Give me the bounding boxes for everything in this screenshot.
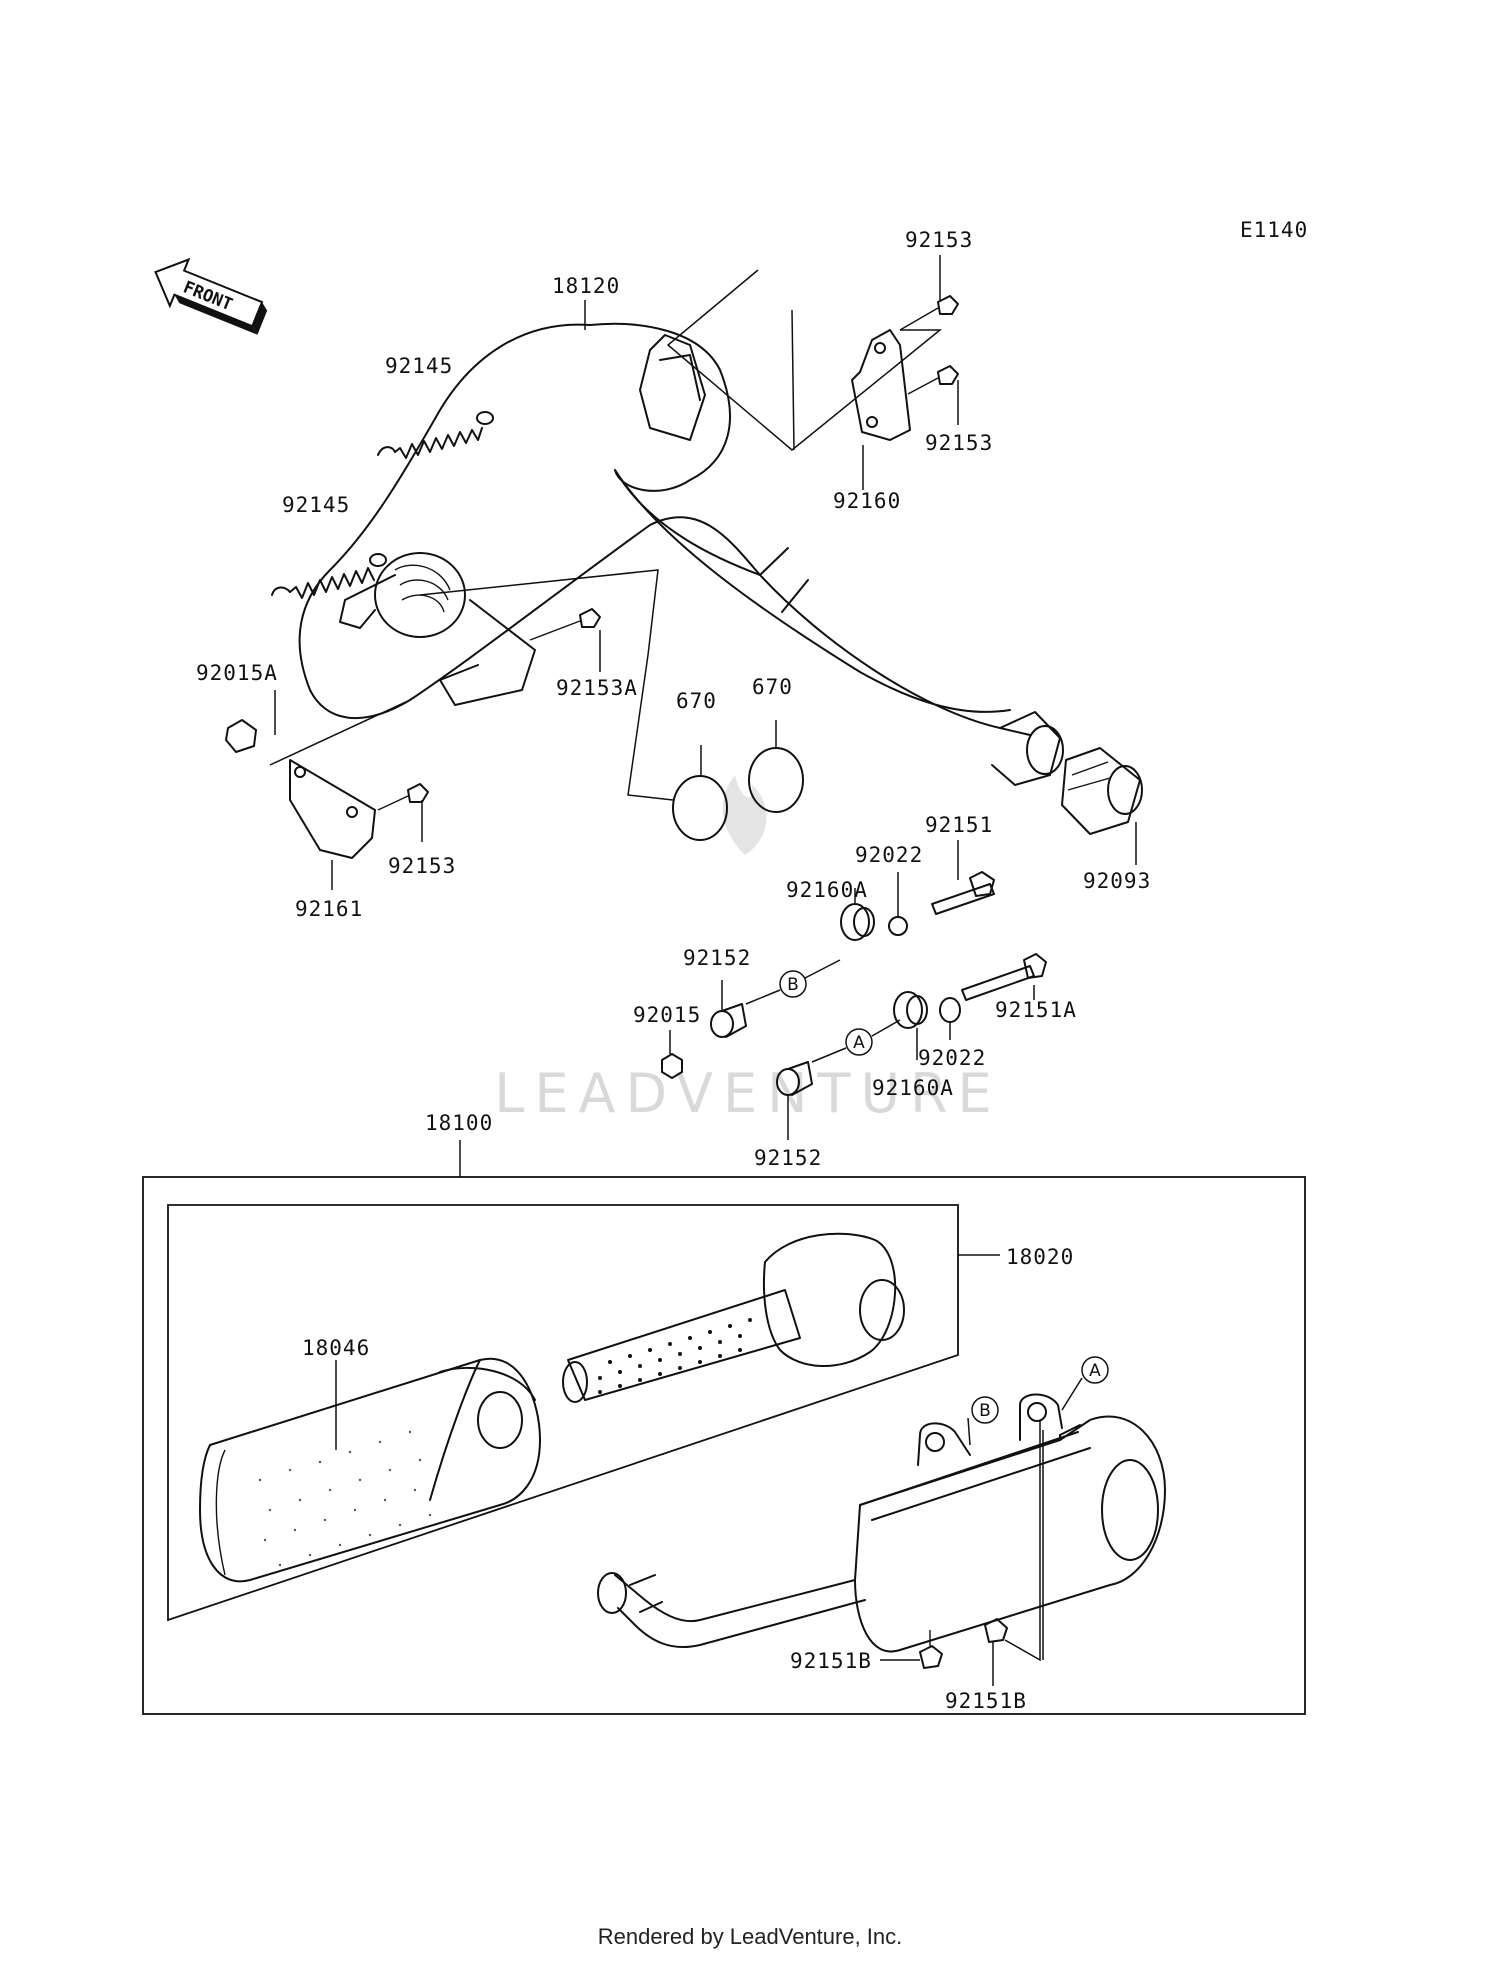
diagram-code: E1140 (1240, 218, 1308, 242)
collar-92152-upper (710, 1003, 747, 1038)
subassembly-frame (167, 1204, 959, 1622)
spring-92145-upper (377, 411, 494, 459)
packing-18046 (199, 1357, 541, 1583)
label-92015: 92015 (633, 1003, 701, 1027)
label-92151B-right: 92151B (945, 1689, 1027, 1713)
label-92153-left: 92153 (388, 854, 456, 878)
footer-credit: Rendered by LeadVenture, Inc. (597, 1924, 903, 1949)
label-18100: 18100 (425, 1111, 493, 1135)
bolt-92153A (529, 608, 601, 641)
bolt-92153-left (377, 783, 429, 811)
label-92093: 92093 (1083, 869, 1151, 893)
bracket-92161 (289, 759, 376, 859)
callout-a-label: A (853, 1033, 865, 1053)
callout-b-hardware: B (745, 959, 841, 1005)
label-92022-upper: 92022 (855, 843, 923, 867)
gasket-670-right (748, 747, 804, 813)
watermark-text: LEADVENTURE (494, 1062, 1001, 1125)
bracket-92160 (851, 329, 911, 441)
washer-92022-lower (939, 997, 961, 1023)
callout-a-muffler: A (1061, 1356, 1109, 1411)
label-92022-lower: 92022 (918, 1046, 986, 1070)
label-92161: 92161 (295, 897, 363, 921)
label-92160A-upper: 92160A (786, 878, 868, 902)
muffler-leader-lines (880, 1420, 1044, 1686)
gasket-670-left (672, 775, 728, 841)
callout-b-muffler-label: B (979, 1401, 991, 1421)
washer-92022-upper (888, 916, 908, 936)
leader-lines (269, 255, 1137, 1450)
nut-92015A (225, 719, 257, 753)
label-92151: 92151 (925, 813, 993, 837)
label-92160: 92160 (833, 489, 901, 513)
label-670-right: 670 (752, 675, 793, 699)
label-18120: 18120 (552, 274, 620, 298)
label-18046: 18046 (302, 1336, 370, 1360)
callout-b-label: B (787, 975, 799, 995)
grommet-92160A-upper (840, 903, 875, 941)
muffler-body (597, 1393, 1166, 1669)
bolt-92151 (931, 871, 995, 915)
front-arrow-icon: FRONT (154, 257, 268, 335)
label-92145-lower: 92145 (282, 493, 350, 517)
label-92153A: 92153A (556, 676, 638, 700)
part-labels: 18120 92153 92153 92160 92145 92145 9201… (196, 228, 1151, 1713)
bolt-92153-top (899, 295, 959, 331)
label-92153-top: 92153 (905, 228, 973, 252)
label-18020: 18020 (1006, 1245, 1074, 1269)
label-92015A: 92015A (196, 661, 278, 685)
expansion-chamber (298, 322, 1064, 786)
label-92160A-lower: 92160A (872, 1076, 954, 1100)
label-92153-right: 92153 (925, 431, 993, 455)
spring-92145-lower (271, 553, 387, 599)
watermark: LEADVENTURE (494, 775, 1001, 1125)
bolt-92153-right (907, 365, 959, 395)
label-92151B-left: 92151B (790, 1649, 872, 1673)
joint-92093 (1061, 747, 1143, 835)
callout-a-muffler-label: A (1089, 1361, 1101, 1381)
assembly-18100-frame (142, 1176, 1306, 1715)
label-92151A: 92151A (995, 998, 1077, 1022)
callout-a-hardware: A (811, 1019, 901, 1063)
label-92145-upper: 92145 (385, 354, 453, 378)
inner-pipe-18020 (562, 1232, 905, 1403)
callout-b-muffler: B (967, 1396, 999, 1446)
label-92152-upper: 92152 (683, 946, 751, 970)
grommet-92160A-lower (893, 991, 928, 1029)
nut-92015 (661, 1053, 683, 1079)
label-92152-lower: 92152 (754, 1146, 822, 1170)
bolt-92151A (961, 953, 1047, 1001)
label-670-left: 670 (676, 689, 717, 713)
